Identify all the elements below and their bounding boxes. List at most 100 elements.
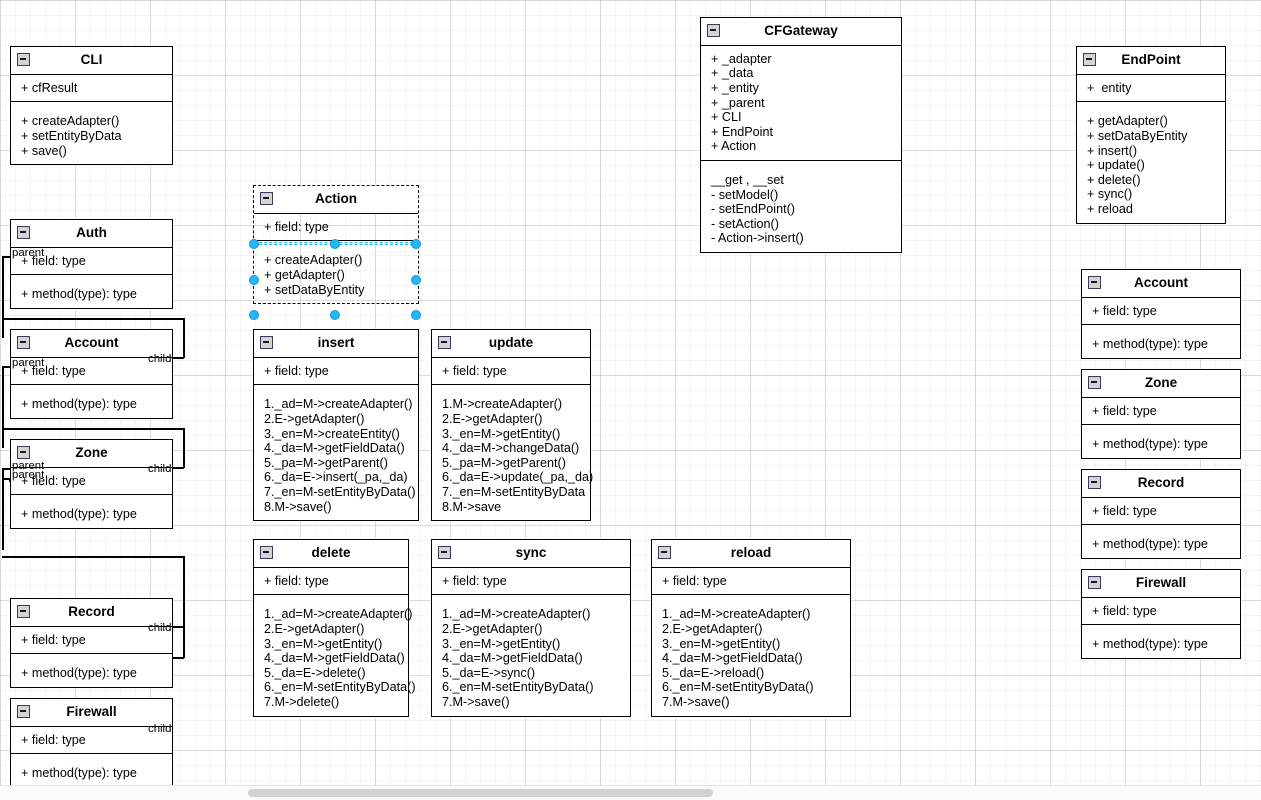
uml-methods-endpoint: + getAdapter()+ setDataByEntity+ insert(… (1077, 102, 1225, 223)
class-name-label: Record (68, 604, 115, 619)
uml-class-cfgateway[interactable]: CFGateway+ _adapter+ _data+ _entity+ _pa… (700, 17, 902, 253)
uml-attributes-update: + field: type (432, 357, 590, 386)
method-row: 5._da=E->sync() (442, 665, 536, 680)
selection-handle-center-mid-upper[interactable] (330, 239, 340, 249)
selection-handle-bottom-center[interactable] (330, 310, 340, 320)
method-row: 2.E->getAdapter() (442, 622, 543, 637)
uml-class-title-cfgateway: CFGateway (701, 18, 901, 46)
uml-class-title-account-right: Account (1082, 270, 1240, 298)
attribute-row: + Action (711, 139, 757, 154)
method-row: 3._en=M->getEntity() (264, 636, 383, 651)
class-name-label: Record (1137, 475, 1185, 490)
selection-handle-left-mid-upper[interactable] (249, 239, 259, 249)
method-row: 5._pa=M->getParent() (442, 455, 566, 470)
uml-methods-cfgateway: __get , __set- setModel()- setEndPoint()… (701, 161, 901, 252)
collapse-minus-icon[interactable] (1088, 376, 1101, 389)
uml-attributes-record-left: + field: type (11, 626, 172, 655)
connector-label-account-child: child (148, 353, 172, 365)
selection-handle-bottom-right[interactable] (411, 310, 421, 320)
selection-handle-left-mid[interactable] (249, 275, 259, 285)
class-name-label: sync (515, 545, 547, 560)
attribute-row: + _entity (711, 81, 759, 96)
attribute-row: + field: type (21, 632, 86, 647)
uml-attributes-reload: + field: type (652, 567, 850, 596)
uml-class-firewall-left[interactable]: Firewall+ field: type+ method(type): typ… (10, 698, 173, 789)
method-row: 8.M->save() (264, 499, 332, 514)
uml-attributes-cfgateway: + _adapter+ _data+ _entity+ _parent+ CLI… (701, 45, 901, 161)
attribute-row: + field: type (442, 573, 507, 588)
uml-class-account-right[interactable]: Account+ field: type+ method(type): type (1081, 269, 1241, 360)
uml-methods-reload: 1._ad=M->createAdapter()2.E->getAdapter(… (652, 595, 850, 716)
uml-attributes-cli: + cfResult (11, 74, 172, 103)
uml-class-zone-left[interactable]: Zone+ field: type+ method(type): type (10, 439, 173, 530)
attribute-row: + field: type (662, 573, 727, 588)
method-row: 7._en=M-setEntityByData() (264, 485, 416, 499)
collapse-minus-icon[interactable] (438, 336, 451, 349)
uml-class-title-delete: delete (254, 540, 408, 568)
horizontal-scrollbar-thumb[interactable] (248, 789, 713, 797)
collapse-minus-icon[interactable] (707, 24, 720, 37)
uml-methods-record-right: + method(type): type (1082, 525, 1240, 559)
collapse-minus-icon[interactable] (438, 546, 451, 559)
method-row: + method(type): type (1092, 537, 1208, 552)
method-row: + method(type): type (21, 507, 137, 522)
collapse-minus-icon[interactable] (1088, 276, 1101, 289)
uml-class-title-endpoint: EndPoint (1077, 47, 1225, 75)
connector-auth-bottom-h (2, 318, 184, 320)
selection-handle-right-mid-upper[interactable] (411, 239, 421, 249)
uml-class-record-right[interactable]: Record+ field: type+ method(type): type (1081, 469, 1241, 560)
method-row: __get , __set (711, 173, 784, 187)
horizontal-scrollbar-track[interactable] (0, 785, 1261, 800)
attribute-row: + field: type (264, 573, 329, 588)
collapse-minus-icon[interactable] (17, 446, 30, 459)
uml-class-title-zone-right: Zone (1082, 370, 1240, 398)
connector-account-left-h (2, 366, 10, 368)
collapse-minus-icon[interactable] (17, 705, 30, 718)
uml-class-auth[interactable]: Auth+ field: type+ method(type): type (10, 219, 173, 310)
collapse-minus-icon[interactable] (1088, 576, 1101, 589)
selection-handle-right-mid[interactable] (411, 275, 421, 285)
uml-methods-sync: 1._ad=M->createAdapter()2.E->getAdapter(… (432, 595, 630, 716)
attribute-row: + _adapter (711, 51, 772, 66)
uml-class-cli[interactable]: CLI+ cfResult+ createAdapter()+ setEntit… (10, 46, 173, 166)
collapse-minus-icon[interactable] (17, 605, 30, 618)
collapse-minus-icon[interactable] (658, 546, 671, 559)
class-name-label: delete (311, 545, 351, 560)
collapse-minus-icon[interactable] (260, 336, 273, 349)
method-row: 2.E->getAdapter() (442, 412, 543, 427)
method-row: 2.E->getAdapter() (264, 412, 365, 427)
connector-account-bottom-h (2, 428, 184, 430)
uml-methods-action: + createAdapter()+ getAdapter()+ setData… (254, 241, 418, 303)
connector-label-auth-parent: parent (12, 247, 45, 259)
uml-class-record-left[interactable]: Record+ field: type+ method(type): type (10, 598, 173, 689)
connector-auth-left-v (2, 256, 4, 338)
connector-account-right-v (183, 428, 185, 468)
uml-class-account-left[interactable]: Account+ field: type+ method(type): type (10, 329, 173, 420)
method-row: + createAdapter() (21, 114, 120, 129)
uml-attributes-account-left: + field: type (11, 357, 172, 386)
uml-class-firewall-right[interactable]: Firewall+ field: type+ method(type): typ… (1081, 569, 1241, 660)
collapse-minus-icon[interactable] (260, 192, 273, 205)
collapse-minus-icon[interactable] (17, 226, 30, 239)
uml-class-endpoint[interactable]: EndPoint+ entity+ getAdapter()+ setDataB… (1076, 46, 1226, 224)
collapse-minus-icon[interactable] (17, 336, 30, 349)
selection-handle-bottom-left[interactable] (249, 310, 259, 320)
uml-attributes-auth: + field: type (11, 247, 172, 276)
uml-attributes-insert: + field: type (254, 357, 418, 386)
uml-class-sync[interactable]: sync + field: type 1._ad=M->createAdapter(… (431, 539, 631, 717)
uml-methods-cli: + createAdapter()+ setEntityByData+ save… (11, 102, 172, 165)
collapse-minus-icon[interactable] (1083, 53, 1096, 66)
method-row: 1._ad=M->createAdapter() (662, 607, 811, 622)
method-row: + delete() (1087, 172, 1141, 187)
collapse-minus-icon[interactable] (260, 546, 273, 559)
collapse-minus-icon[interactable] (17, 53, 30, 66)
uml-class-zone-right[interactable]: Zone+ field: type+ method(type): type (1081, 369, 1241, 460)
class-name-label: Account (1134, 275, 1188, 290)
collapse-minus-icon[interactable] (1088, 476, 1101, 489)
method-row: 4._da=M->getFieldData() (264, 651, 405, 666)
